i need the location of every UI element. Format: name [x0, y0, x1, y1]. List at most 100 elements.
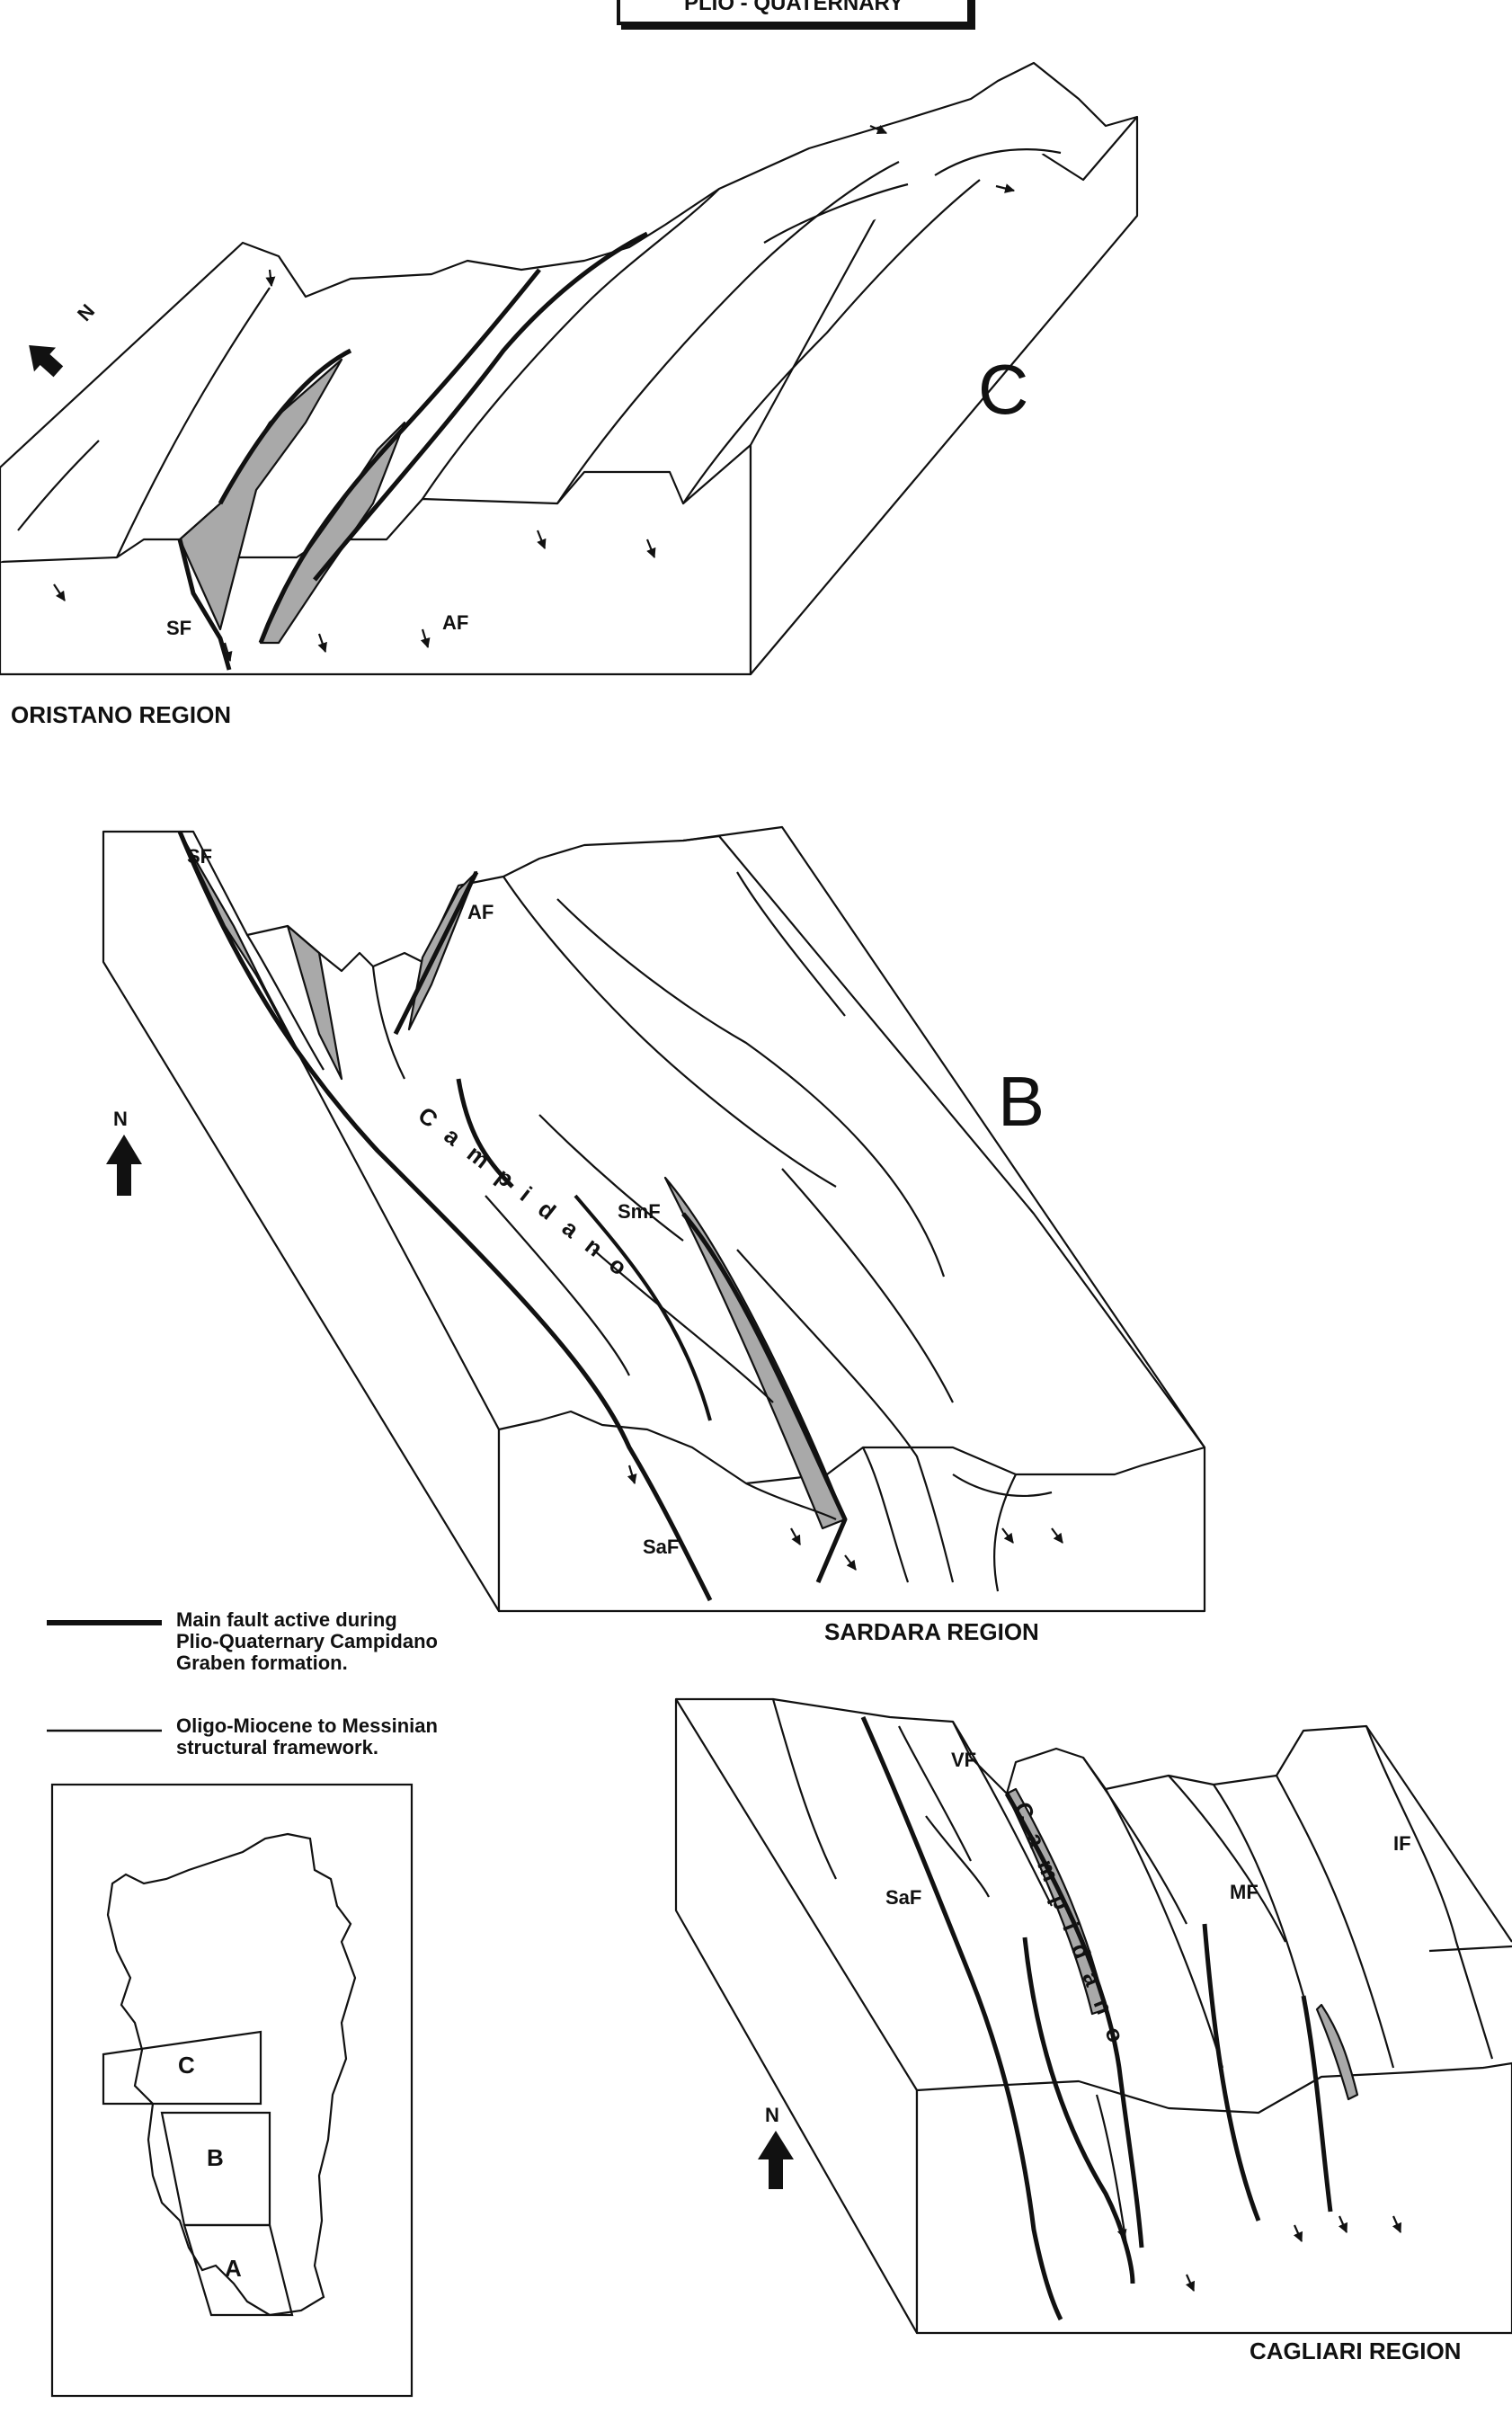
slip-arrow: [1392, 2215, 1402, 2234]
location-box-c: [102, 2030, 262, 2106]
north-arrow-b: [106, 1135, 142, 1196]
location-map-frame: [50, 1783, 414, 2398]
framework-line: [592, 1249, 774, 1403]
framework-line: [736, 871, 846, 1017]
slip-arrow: [1293, 2224, 1303, 2243]
map-label-b: B: [207, 2144, 224, 2171]
framework-line: [422, 188, 720, 500]
fault-sliver-smf: [663, 1176, 847, 1530]
block-diagram-a: [674, 1697, 1512, 2335]
block-b-right-edge: [682, 825, 1205, 1448]
legend-main-fault-line-1: Main fault active during: [176, 1608, 397, 1631]
block-c-letter: C: [978, 350, 1029, 429]
legend-framework-line-2: structural framework.: [176, 1736, 378, 1759]
fault-label-sf-c: SF: [166, 617, 192, 639]
block-diagram-c: [0, 61, 1139, 676]
main-fault-af: [393, 870, 479, 1036]
slip-arrow: [222, 642, 233, 663]
framework-line: [1276, 1775, 1395, 2069]
main-fault-mf: [1202, 1923, 1261, 2222]
block-diagram-b: [102, 825, 1206, 1613]
framework-line: [485, 1195, 630, 1376]
framework-line: [1082, 1757, 1187, 1925]
framework-line: [682, 179, 981, 504]
framework-line: [246, 934, 325, 1071]
framework-line: [736, 1249, 955, 1583]
framework-line: [17, 440, 100, 531]
framework-line: [116, 287, 271, 558]
location-box-a: [182, 2223, 294, 2317]
slip-arrow: [317, 633, 327, 654]
main-fault-saf: [860, 1715, 1063, 2321]
north-label-a: N: [765, 2104, 779, 2126]
slip-arrow: [790, 1527, 801, 1545]
map-label-a: A: [225, 2255, 242, 2282]
slip-arrow: [869, 124, 888, 135]
framework-line: [1365, 1725, 1494, 2060]
fault-label-saf-b: SaF: [643, 1536, 680, 1558]
fault-label-smf: SmF: [618, 1200, 661, 1223]
region-label-sardara: SARDARA REGION: [824, 1618, 1039, 1645]
legend-main-fault-line-2: Plio-Quaternary Campidano: [176, 1630, 438, 1652]
slip-arrow: [1051, 1527, 1063, 1544]
main-fault-a-small: [1301, 1995, 1333, 2213]
framework-line: [1105, 1788, 1224, 2069]
main-fault-b-short: [456, 1078, 514, 1189]
legend-main-fault-line-3: Graben formation.: [176, 1652, 348, 1674]
block-a-side-face: [674, 1697, 919, 2335]
north-arrow-a: [758, 2131, 794, 2189]
framework-line: [556, 161, 900, 504]
slip-arrow: [265, 269, 276, 288]
main-fault-af: [258, 268, 541, 644]
main-fault-campidano-right: [1004, 1792, 1144, 2248]
framework-line: [862, 1447, 910, 1583]
slip-arrow: [1001, 1527, 1014, 1544]
fault-sliver-a-small: [1315, 2003, 1359, 2101]
framework-line: [992, 1474, 1017, 1592]
framework-line: [371, 966, 405, 1080]
framework-line: [763, 183, 909, 244]
fault-label-saf-a: SaF: [885, 1886, 922, 1909]
figure-title: PLIO - QUATERNARY: [617, 0, 971, 25]
slip-arrow: [1338, 2215, 1348, 2234]
main-fault-saf: [574, 1194, 712, 1421]
main-fault-sf-upper: [218, 348, 352, 505]
fault-label-af-c: AF: [442, 611, 469, 634]
framework-line: [538, 1114, 684, 1242]
block-b-front-face: [497, 1410, 1206, 1613]
north-arrow-c: [29, 344, 64, 378]
block-a-top-surface: [676, 1697, 1512, 1943]
slip-arrow: [53, 583, 66, 601]
north-label-b: N: [113, 1108, 128, 1130]
fault-label-mf: MF: [1230, 1881, 1259, 1903]
slip-arrow: [536, 530, 547, 550]
framework-line: [771, 1698, 837, 1880]
framework-line: [952, 1474, 1053, 1498]
framework-line: [1095, 2094, 1134, 2284]
fault-label-vf: VF: [951, 1749, 977, 1771]
sardinia-outline: [106, 1832, 357, 2317]
block-b-letter: B: [998, 1062, 1045, 1141]
region-label-oristano: ORISTANO REGION: [11, 701, 232, 728]
fault-label-if: IF: [1393, 1832, 1411, 1855]
block-c-side-face: [749, 115, 1139, 676]
region-label-cagliari: CAGLIARI REGION: [1250, 2337, 1462, 2364]
legend-main-fault: Main fault active during Plio-Quaternary…: [176, 1609, 438, 1674]
location-map: [50, 1783, 414, 2398]
legend-framework-line-1: Oligo-Miocene to Messinian: [176, 1714, 438, 1737]
slip-arrow: [1185, 2274, 1196, 2293]
fault-sliver-b-mid: [286, 924, 343, 1081]
block-c-front-face: [0, 443, 752, 676]
framework-line: [1428, 1945, 1512, 1953]
slip-arrow: [645, 539, 656, 559]
slip-arrow: [995, 183, 1016, 193]
block-a-front-face: [915, 2061, 1512, 2335]
main-fault-smf: [681, 1212, 848, 1583]
framework-line: [925, 1815, 990, 1898]
framework-line: [781, 1168, 954, 1403]
framework-line: [934, 148, 1062, 176]
framework-line: [1213, 1784, 1305, 1997]
map-label-c: C: [178, 2052, 195, 2079]
fault-label-af-b: AF: [467, 901, 494, 923]
slip-arrow: [844, 1554, 857, 1571]
